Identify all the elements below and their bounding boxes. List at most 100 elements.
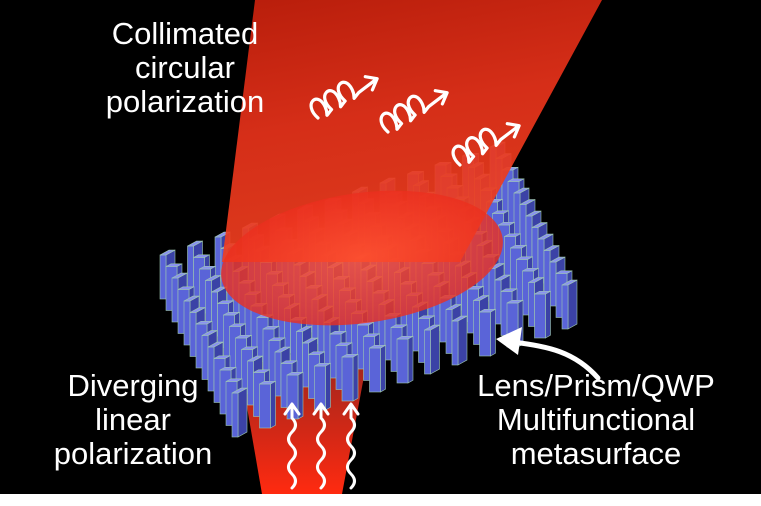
pillar-side	[567, 279, 578, 330]
pillar-top	[335, 342, 353, 346]
spiral-arrow-icon	[309, 75, 379, 120]
pillar-top	[308, 351, 325, 355]
pillar-top	[500, 288, 518, 292]
label-line: Diverging	[67, 368, 199, 403]
beam-spot	[221, 190, 503, 326]
pillar-front	[543, 250, 551, 295]
pillar-top	[274, 346, 291, 353]
pillar-top	[217, 300, 234, 304]
pillar-front	[296, 331, 303, 376]
pillar-top	[195, 320, 213, 325]
metasurface-label: Lens/Prism/QWP Multifunctional metasurfa…	[448, 369, 744, 471]
spiral-arrow-icon	[451, 122, 521, 167]
pillar-front	[205, 280, 212, 325]
pillar-top	[302, 337, 318, 344]
pillar-front	[488, 268, 496, 313]
pillar-top	[424, 324, 440, 331]
pillar-top	[183, 295, 200, 302]
pillar-top	[207, 341, 224, 348]
pillar-front	[424, 329, 431, 375]
pillar-front	[247, 360, 254, 406]
pillar-top	[314, 362, 331, 367]
label-line: linear	[95, 402, 171, 437]
pillar-top	[528, 277, 544, 283]
label-line: polarization	[105, 84, 265, 119]
wavy-arrow-icon	[312, 402, 330, 490]
pillar-top	[229, 323, 246, 327]
pointer-arrow-icon	[496, 327, 601, 381]
pillar-front	[525, 215, 533, 261]
pillar-top	[516, 256, 533, 260]
pillar-front	[183, 300, 191, 346]
label-line: polarization	[53, 436, 213, 471]
pillar-top	[537, 233, 554, 240]
pillar-top	[159, 249, 176, 256]
pillar-top	[555, 270, 573, 274]
pillar-front	[396, 338, 409, 384]
pillar-side	[352, 353, 359, 402]
pillar-top	[187, 240, 203, 247]
wavy-arrow-icon	[342, 402, 360, 490]
pillar-front	[537, 238, 545, 284]
pillar-top	[219, 366, 237, 371]
pillar-top	[231, 387, 248, 394]
pillar-top	[531, 222, 548, 228]
pillar-side	[490, 308, 496, 357]
pillar-top	[507, 178, 525, 182]
pillar-side	[325, 362, 331, 411]
pillar-top	[506, 299, 524, 304]
pillar-top	[235, 334, 252, 339]
pillar-top	[522, 267, 539, 272]
pillar-top	[296, 326, 312, 332]
label-line: metasurface	[510, 436, 682, 471]
pillar-top	[268, 337, 286, 341]
pillar-front	[302, 342, 309, 388]
wavy-arrow-icon	[283, 402, 301, 490]
pillar-front	[445, 309, 453, 354]
pillar-front	[528, 282, 535, 327]
pillar-front	[259, 383, 271, 429]
pillar-top	[519, 199, 536, 205]
pillar-top	[492, 210, 509, 214]
pillar-top	[253, 369, 270, 373]
pillar-top	[241, 346, 258, 350]
pillar-top	[473, 295, 489, 301]
pillar-front	[214, 236, 222, 282]
pillar-top	[561, 279, 578, 286]
pillar-top	[510, 244, 527, 249]
pillar-top	[189, 307, 206, 313]
pillar-top	[247, 355, 263, 362]
pillar-front	[341, 356, 354, 402]
pillar-front	[561, 284, 569, 330]
pillar-front	[519, 204, 527, 249]
pillar-top	[262, 325, 280, 330]
pillar-front	[513, 192, 521, 238]
pillar-top	[259, 380, 276, 385]
pillar-top	[280, 360, 298, 364]
pillar-side	[407, 335, 414, 384]
pillar-top	[213, 355, 231, 359]
pillar-top	[494, 274, 511, 281]
pillar-front	[274, 351, 282, 397]
pillar-top	[543, 245, 560, 251]
pillar-top	[171, 272, 188, 279]
pillar-front	[323, 322, 331, 367]
pillar-side	[457, 315, 468, 366]
pillar-top	[390, 324, 408, 328]
pillar-top	[525, 210, 542, 217]
pillar-top	[193, 254, 210, 258]
pillar-front	[187, 245, 194, 291]
pillar-front	[211, 291, 218, 337]
pillar-side	[430, 324, 440, 375]
pillar-top	[534, 290, 551, 295]
pillar-front	[451, 320, 459, 366]
pillar-top	[451, 315, 468, 322]
pillar-front	[171, 277, 179, 323]
diverging-label: Diverging linear polarization	[28, 369, 238, 471]
pillar-front	[534, 293, 546, 339]
pillar-front	[159, 254, 167, 300]
pillar-top	[396, 335, 414, 340]
pillar-side	[237, 387, 248, 438]
pillar-top	[549, 256, 566, 263]
